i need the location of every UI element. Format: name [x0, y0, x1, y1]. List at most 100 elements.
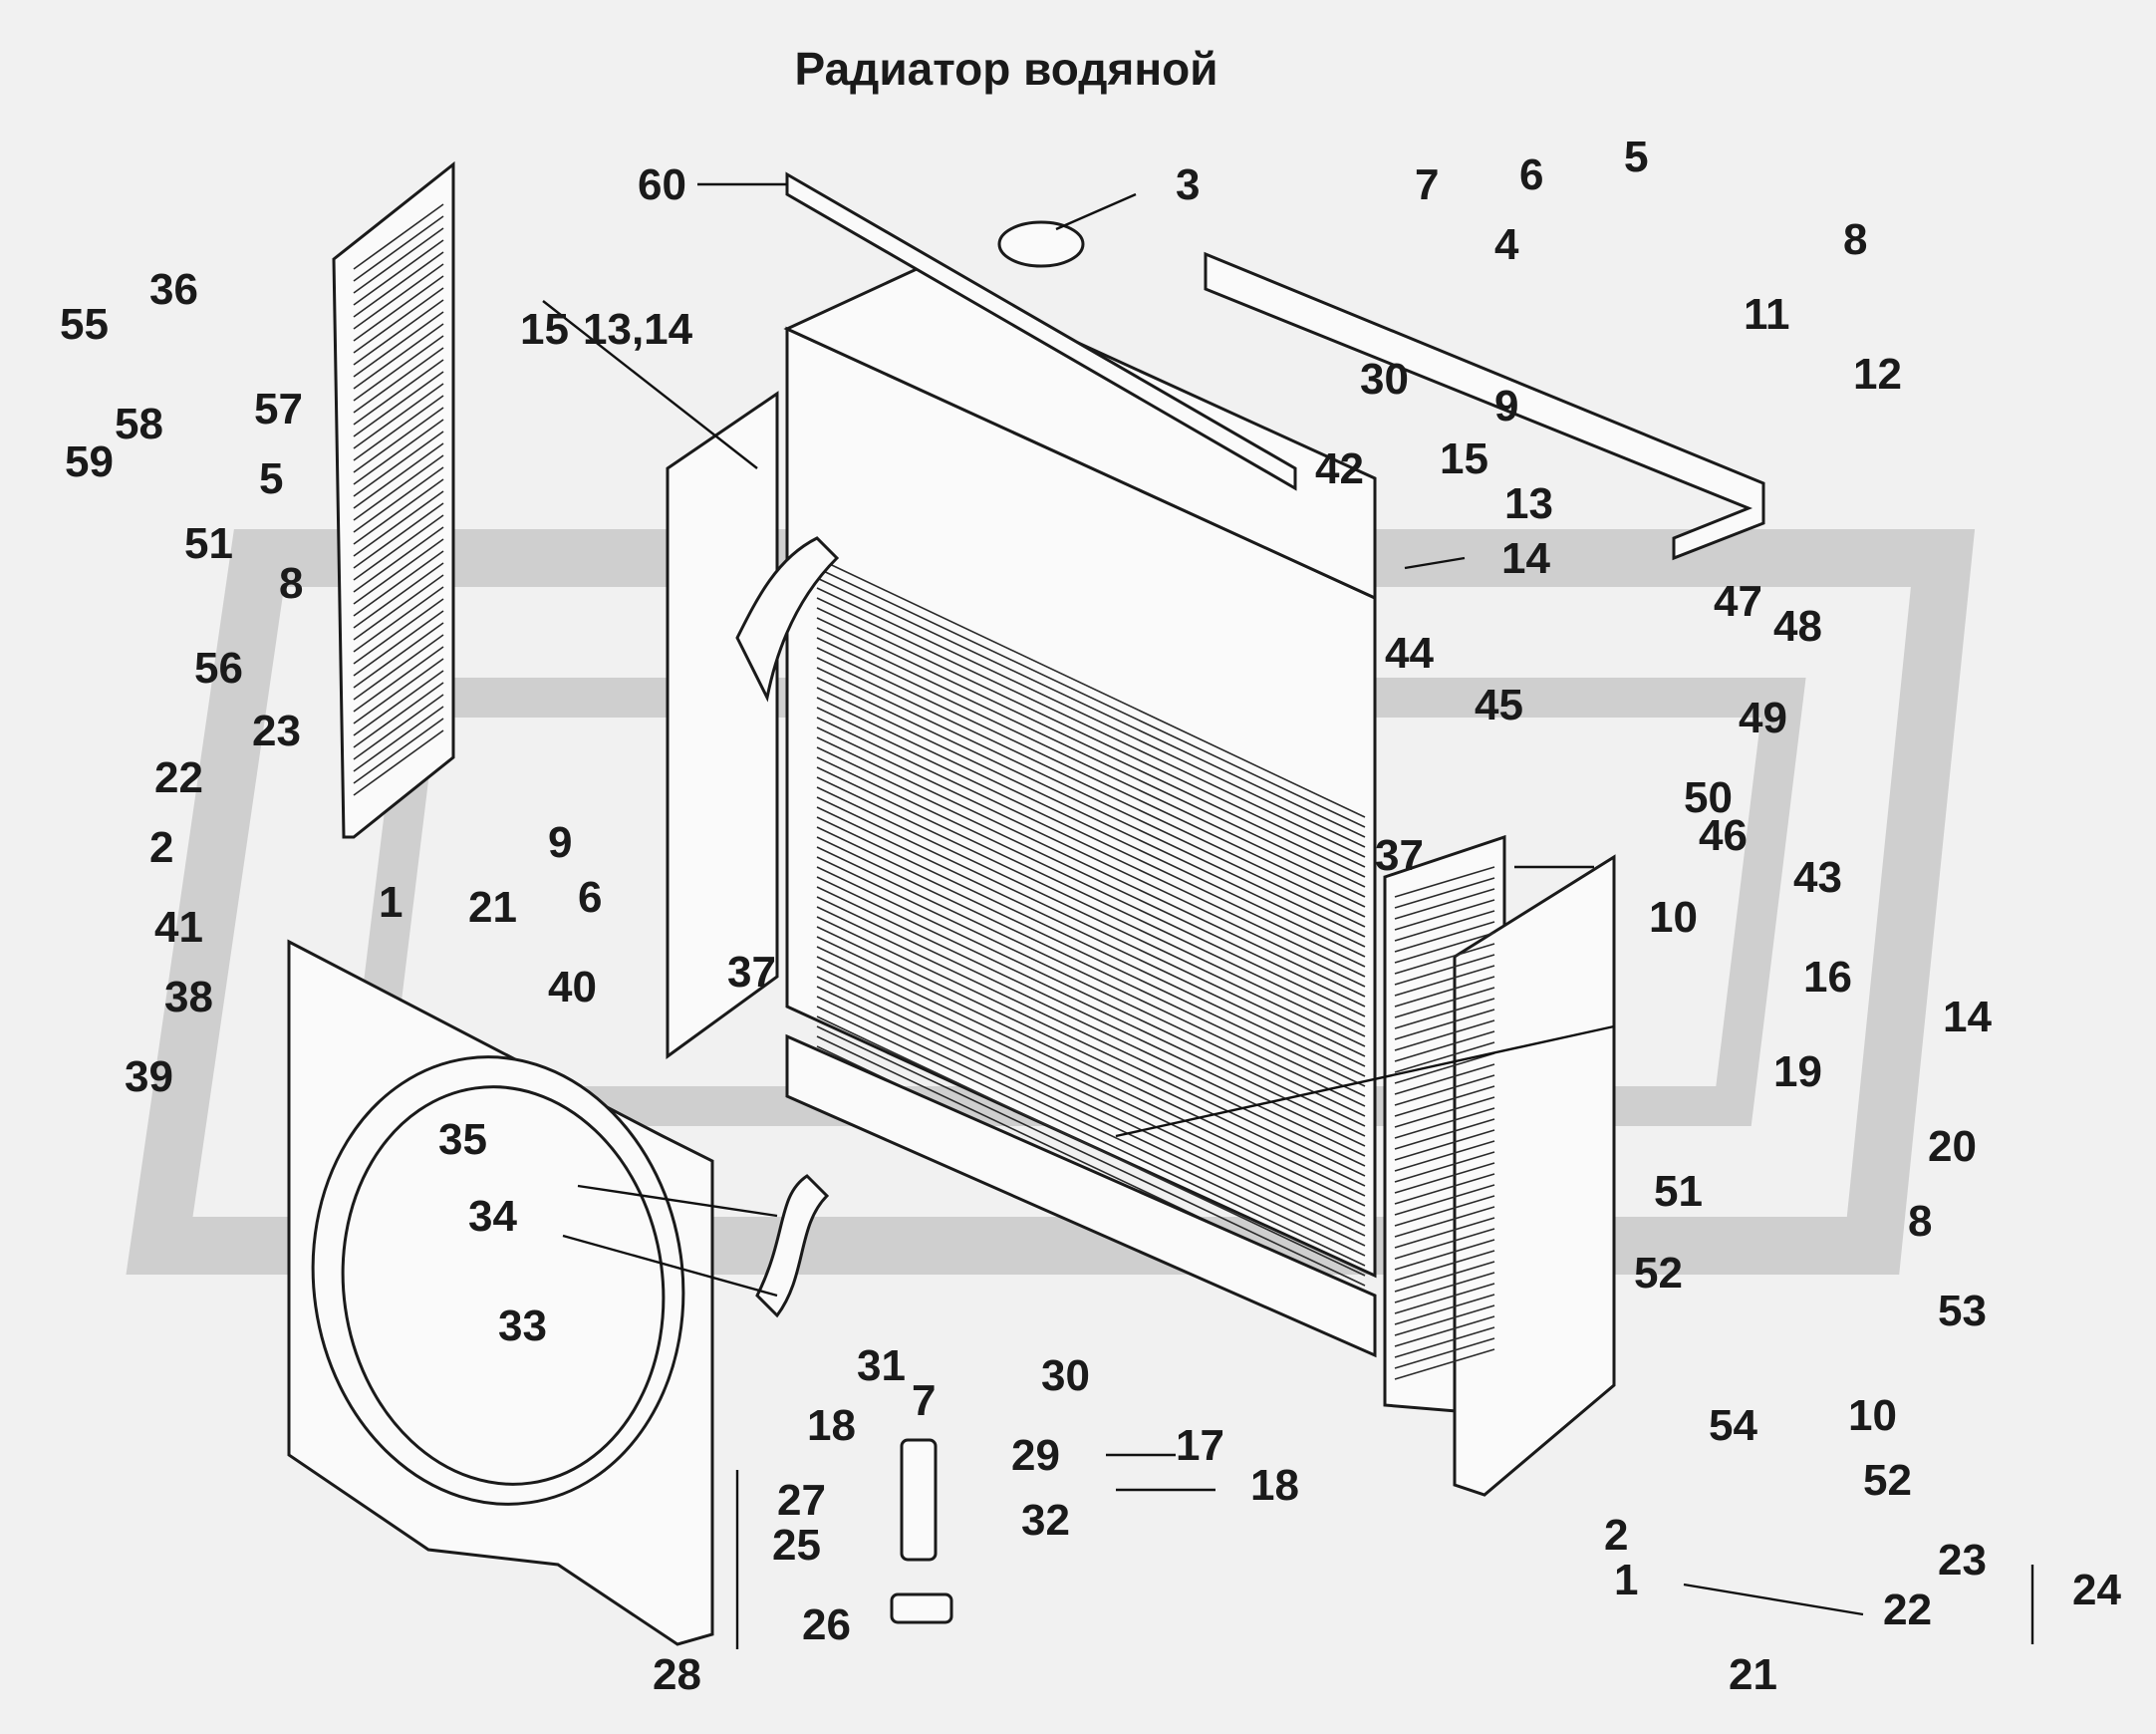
- fin-line: [1394, 943, 1495, 975]
- callout-label: 27: [777, 1476, 826, 1525]
- leader-lines: [542, 182, 2034, 1649]
- fin-line: [816, 906, 1366, 1167]
- fin-line: [1394, 1063, 1495, 1095]
- fin-line: [816, 966, 1366, 1227]
- callout-label: 19: [1773, 1047, 1822, 1096]
- callout-label: 4: [1494, 220, 1519, 269]
- fin-line: [353, 682, 444, 748]
- callout-label: 35: [438, 1115, 487, 1164]
- fin-line: [1394, 1294, 1495, 1325]
- callout-label: 13: [1504, 479, 1553, 528]
- fin-line: [353, 203, 444, 270]
- callout-label: 16: [1803, 953, 1852, 1002]
- fin-line: [1394, 1151, 1495, 1183]
- fin-line: [1394, 1107, 1495, 1139]
- fin-line: [1394, 1173, 1495, 1205]
- callout-label: 49: [1739, 694, 1787, 742]
- fin-line: [1394, 1009, 1495, 1040]
- fin-line: [1394, 1129, 1495, 1161]
- fin-line: [1394, 910, 1495, 942]
- fin-line: [816, 617, 1366, 878]
- callout-label: 8: [279, 559, 303, 608]
- fin-line: [816, 856, 1366, 1117]
- fin-line: [353, 478, 444, 545]
- fin-line: [353, 586, 444, 653]
- callout-label: 18: [807, 1401, 856, 1450]
- fin-line: [816, 607, 1366, 868]
- top-bracket: [785, 171, 1765, 561]
- callout-label: 59: [65, 437, 114, 486]
- fin-line: [816, 637, 1366, 898]
- callout-label: 10: [1848, 1391, 1897, 1440]
- fin-line: [353, 706, 444, 772]
- callout-label: 11: [1744, 290, 1790, 339]
- fin-line: [353, 729, 444, 796]
- callout-label: 60: [638, 160, 686, 209]
- fin-line: [1394, 1019, 1495, 1051]
- fin-line: [816, 836, 1366, 1097]
- fin-line: [816, 597, 1366, 858]
- fin-line: [1394, 1030, 1495, 1062]
- callout-label: 7: [912, 1376, 936, 1425]
- fin-line: [816, 846, 1366, 1107]
- callout-label: 15: [1440, 434, 1488, 483]
- fin-line: [1394, 1326, 1495, 1358]
- fin-line: [816, 647, 1366, 908]
- fin-line: [816, 736, 1366, 998]
- callout-label: 52: [1863, 1456, 1912, 1505]
- callout-label: 13,14: [583, 305, 693, 354]
- fin-line: [1394, 1272, 1495, 1303]
- callout-label: 48: [1773, 602, 1822, 651]
- fin-line: [1394, 932, 1495, 964]
- fin-line: [353, 538, 444, 605]
- fin-line: [353, 299, 444, 366]
- fin-line: [353, 454, 444, 521]
- fin-line: [816, 996, 1366, 1257]
- callout-label: 52: [1634, 1249, 1683, 1298]
- fin-line: [353, 251, 444, 318]
- callout-label: 30: [1041, 1351, 1090, 1400]
- fin-line: [816, 687, 1366, 948]
- fin-line: [816, 1015, 1366, 1277]
- callout-label: 12: [1853, 350, 1902, 399]
- fin-line: [1394, 1337, 1495, 1369]
- fin-line: [353, 634, 444, 701]
- fin-line: [353, 395, 444, 461]
- callout-label: 1: [379, 878, 403, 927]
- callout-label: 32: [1021, 1496, 1070, 1545]
- callout-label: 56: [194, 644, 243, 693]
- callout-label: 46: [1699, 811, 1748, 860]
- callout-label: 6: [1519, 150, 1543, 199]
- fin-line: [816, 667, 1366, 928]
- callout-label: 5: [1624, 133, 1648, 181]
- drain-valve: [890, 1438, 953, 1624]
- fin-line: [816, 557, 1366, 818]
- fin-line: [353, 466, 444, 533]
- callout-label: 58: [115, 400, 163, 448]
- fin-line: [353, 311, 444, 378]
- fin-line: [816, 697, 1366, 958]
- fin-line: [1394, 976, 1495, 1008]
- fin-line: [816, 956, 1366, 1217]
- callout-label: 42: [1315, 444, 1364, 493]
- fin-line: [1394, 1096, 1495, 1128]
- upper-hose: [735, 536, 840, 703]
- callout-label: 17: [1176, 1421, 1224, 1470]
- fin-line: [353, 407, 444, 473]
- fin-line: [1394, 1261, 1495, 1293]
- callout-label: 50: [1684, 773, 1733, 822]
- fin-line: [816, 806, 1366, 1067]
- callout-label: 21: [1729, 1650, 1777, 1699]
- fin-line: [1394, 1228, 1495, 1260]
- callout-label: 7: [1415, 160, 1439, 209]
- fin-line: [1394, 1118, 1495, 1150]
- fin-line: [816, 1025, 1366, 1287]
- callout-label: 28: [653, 1650, 701, 1699]
- callout-label: 54: [1709, 1401, 1757, 1450]
- fin-line: [1394, 1074, 1495, 1106]
- callout-label: 2: [149, 823, 173, 872]
- fin-line: [353, 610, 444, 677]
- fin-line: [353, 275, 444, 342]
- callout-label: 9: [548, 818, 572, 867]
- callout-label: 39: [125, 1052, 173, 1101]
